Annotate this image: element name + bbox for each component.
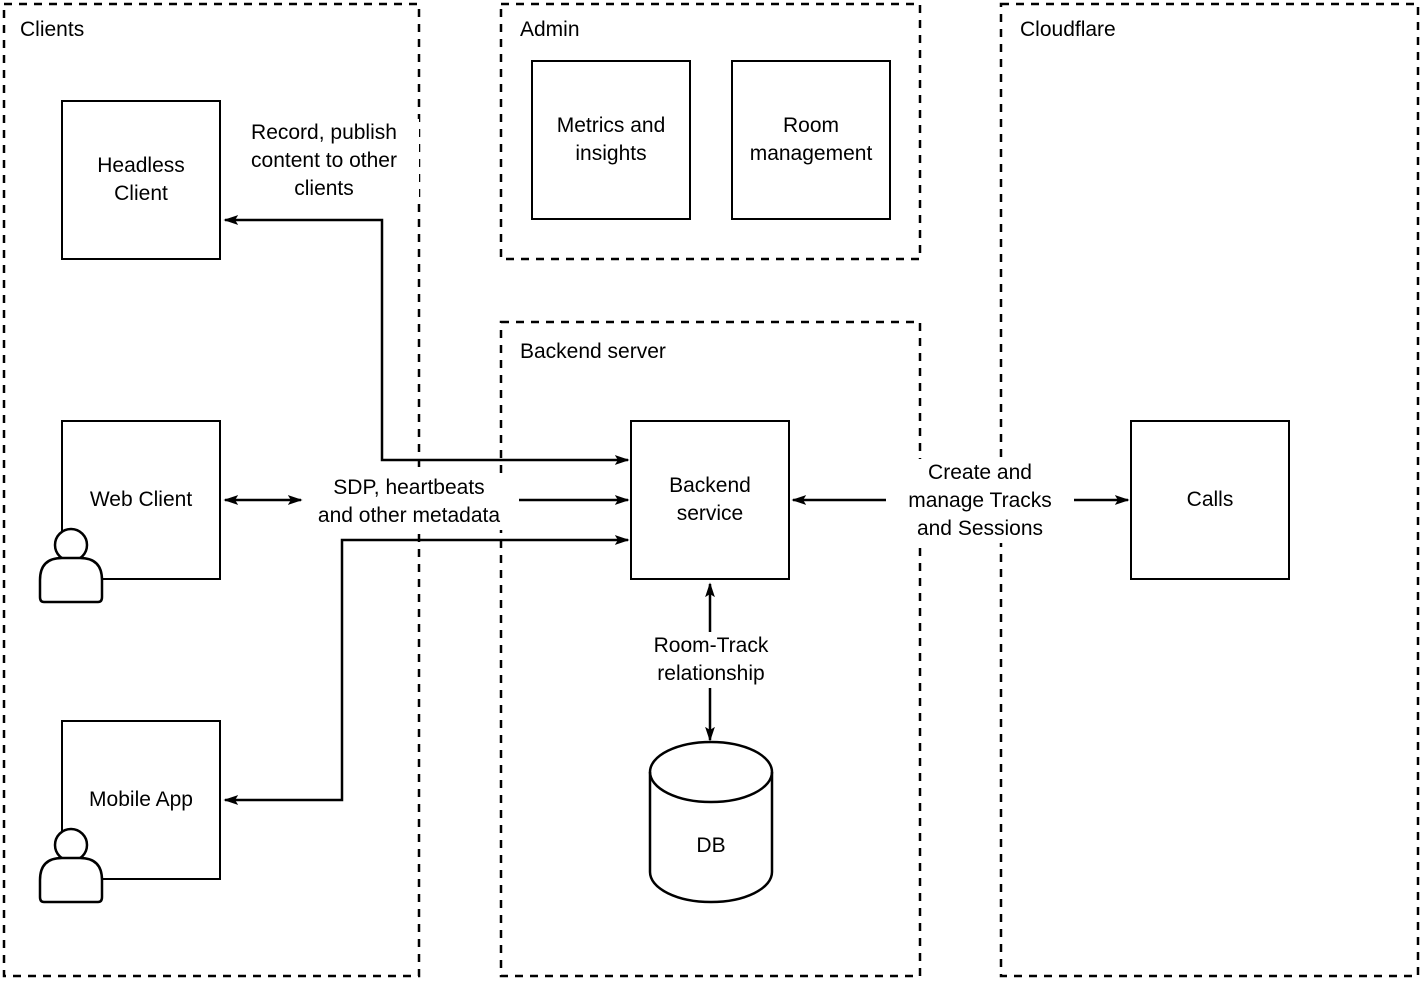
- node-room-management: Room management: [731, 60, 891, 220]
- node-db-label: DB: [696, 834, 726, 857]
- node-metrics-insights: Metrics and insights: [531, 60, 691, 220]
- edge-label-room-track: Room-Track relationship: [631, 632, 791, 688]
- container-label-backend-server: Backend server: [520, 340, 666, 363]
- edge-label-sdp-metadata: SDP, heartbeats and other metadata: [303, 474, 515, 530]
- node-headless-client: Headless Client: [61, 100, 221, 260]
- node-mobile-app: Mobile App: [61, 720, 221, 880]
- edge-label-record-publish: Record, publish content to other clients: [229, 119, 419, 203]
- node-backend-service: Backend service: [630, 420, 790, 580]
- container-label-cloudflare: Cloudflare: [1020, 18, 1116, 41]
- edge-mobile-link: [225, 540, 628, 800]
- container-label-clients: Clients: [20, 18, 85, 41]
- node-web-client: Web Client: [61, 420, 221, 580]
- node-calls: Calls: [1130, 420, 1290, 580]
- container-label-admin: Admin: [520, 18, 580, 41]
- edge-label-create-manage: Create and manage Tracks and Sessions: [886, 459, 1074, 543]
- database-icon: [648, 740, 774, 904]
